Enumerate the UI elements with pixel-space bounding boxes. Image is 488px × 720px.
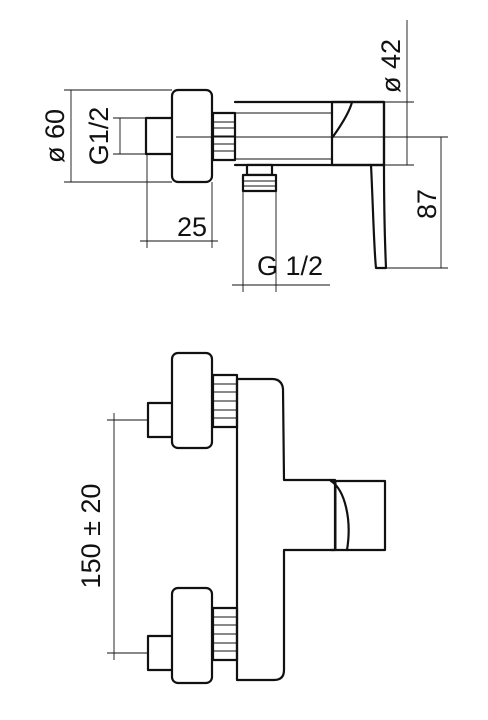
- label-dia-60: ø 60: [40, 109, 70, 163]
- side-outlet-connector: [241, 163, 278, 193]
- side-inlet-stub: [144, 116, 176, 156]
- side-wall-flange: [170, 88, 214, 184]
- front-upper-wall-flange: [170, 351, 214, 450]
- label-dia-42: ø 42: [376, 39, 406, 93]
- side-lever-base: [330, 100, 354, 140]
- front-mixer-body: [235, 377, 337, 682]
- front-view: 150 ± 20: [76, 351, 387, 685]
- front-upper-hex-nut: [211, 373, 239, 429]
- front-cartridge: [329, 479, 387, 552]
- side-mixer-body: [233, 100, 386, 167]
- label-inlet-thread: G1/2: [84, 107, 114, 166]
- front-lower-inlet-stub: [146, 634, 176, 672]
- label-outlet-thread: G 1/2: [257, 251, 323, 281]
- side-hex-nut: [211, 111, 237, 162]
- front-lower-hex-nut: [211, 606, 239, 662]
- front-upper-inlet-stub: [146, 401, 176, 439]
- side-handle-lever: [369, 163, 388, 270]
- label-centers-150: 150 ± 20: [76, 484, 106, 589]
- label-height-87: 87: [412, 189, 442, 219]
- front-handle-curve: [329, 479, 350, 552]
- front-lower-wall-flange: [170, 586, 214, 685]
- label-offset-25: 25: [177, 212, 207, 242]
- side-view: ø 60 G1/2 25 G 1/2 ø 42 87: [40, 20, 448, 292]
- side-cartridge: [330, 100, 386, 167]
